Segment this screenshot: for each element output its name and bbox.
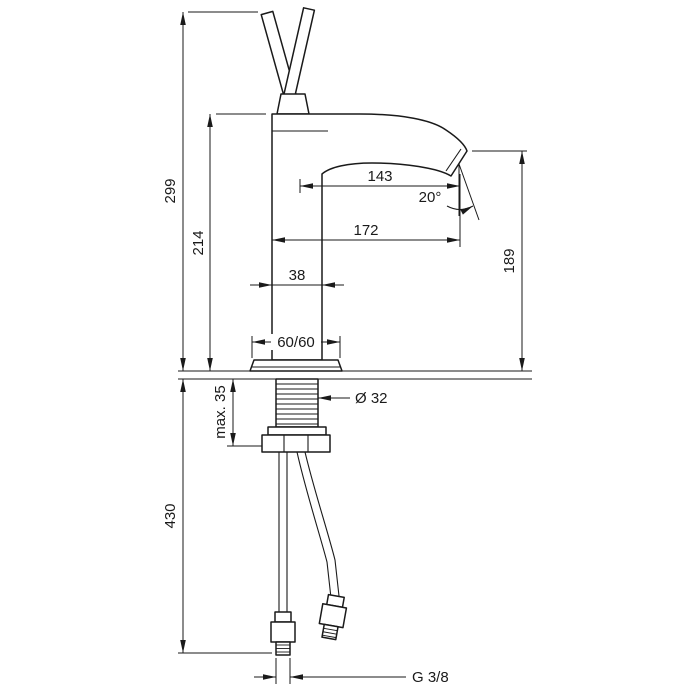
dimension-body-width: 38 — [250, 267, 344, 288]
dimension-connection-thread: G 3/8 — [254, 658, 449, 686]
escutcheon-plate — [249, 359, 343, 372]
hose-left-union-nut — [270, 621, 296, 643]
angle-flow-line — [458, 163, 480, 221]
mounting-nut — [261, 434, 331, 453]
dim-body-height-label: 214 — [190, 230, 207, 255]
handle-pivot-neck — [276, 93, 310, 115]
shank-diameter-label: Ø 32 — [355, 390, 388, 407]
deck-line — [178, 370, 532, 380]
dim-outlet-height-label: 189 — [501, 248, 518, 273]
shank-threads — [276, 383, 318, 425]
dimension-outlet-reach: 172 — [272, 174, 461, 247]
dim-overall-height-label: 299 — [162, 178, 179, 203]
dimension-body-height: 214 — [190, 113, 266, 371]
dimension-overall-height: 299 — [162, 11, 258, 371]
shank-body — [275, 378, 319, 428]
hose-right-fitting — [318, 593, 348, 641]
hose-right-edge2 — [304, 451, 340, 597]
hose-left-stub-threads — [276, 644, 290, 653]
label-background — [271, 334, 321, 350]
shank-washer — [267, 426, 327, 436]
faucet-outline — [178, 7, 532, 656]
dim-body-width-label: 38 — [289, 267, 306, 284]
supply-hose-right — [296, 451, 348, 641]
handle-lever — [260, 7, 316, 115]
aerator-face-line — [445, 148, 462, 172]
base-escutcheon — [249, 359, 343, 372]
mounting-shank — [261, 378, 331, 453]
dimension-spout-reach: 143 — [299, 168, 460, 193]
hose-right-union-nut — [318, 603, 348, 629]
dimension-base-footprint: 60/60 — [251, 334, 341, 358]
max-mounting-thickness-label: max. 35 — [212, 385, 229, 438]
supply-hose-left — [270, 452, 296, 656]
hose-left-crimp — [274, 611, 292, 623]
dim-outlet-reach-label: 172 — [353, 222, 378, 239]
handle-rod-right — [282, 7, 316, 99]
hose-right-edge1 — [296, 451, 332, 599]
dimension-shank-diameter: Ø 32 — [318, 390, 388, 407]
dimension-max-mounting-thickness: max. 35 — [212, 379, 262, 447]
hose-length-label: 430 — [162, 503, 179, 528]
dim-spout-reach-label: 143 — [367, 168, 392, 185]
spray-angle-label: 20° — [419, 189, 442, 206]
spout-body — [271, 113, 468, 361]
connection-thread-label: G 3/8 — [412, 669, 449, 686]
dim-base-footprint-label: 60/60 — [277, 334, 315, 351]
dimension-outlet-height: 189 — [472, 150, 527, 371]
body-spout-path — [271, 113, 468, 361]
dimension-hose-length: 430 — [162, 379, 272, 654]
hose-right-stub-threads — [322, 627, 338, 639]
